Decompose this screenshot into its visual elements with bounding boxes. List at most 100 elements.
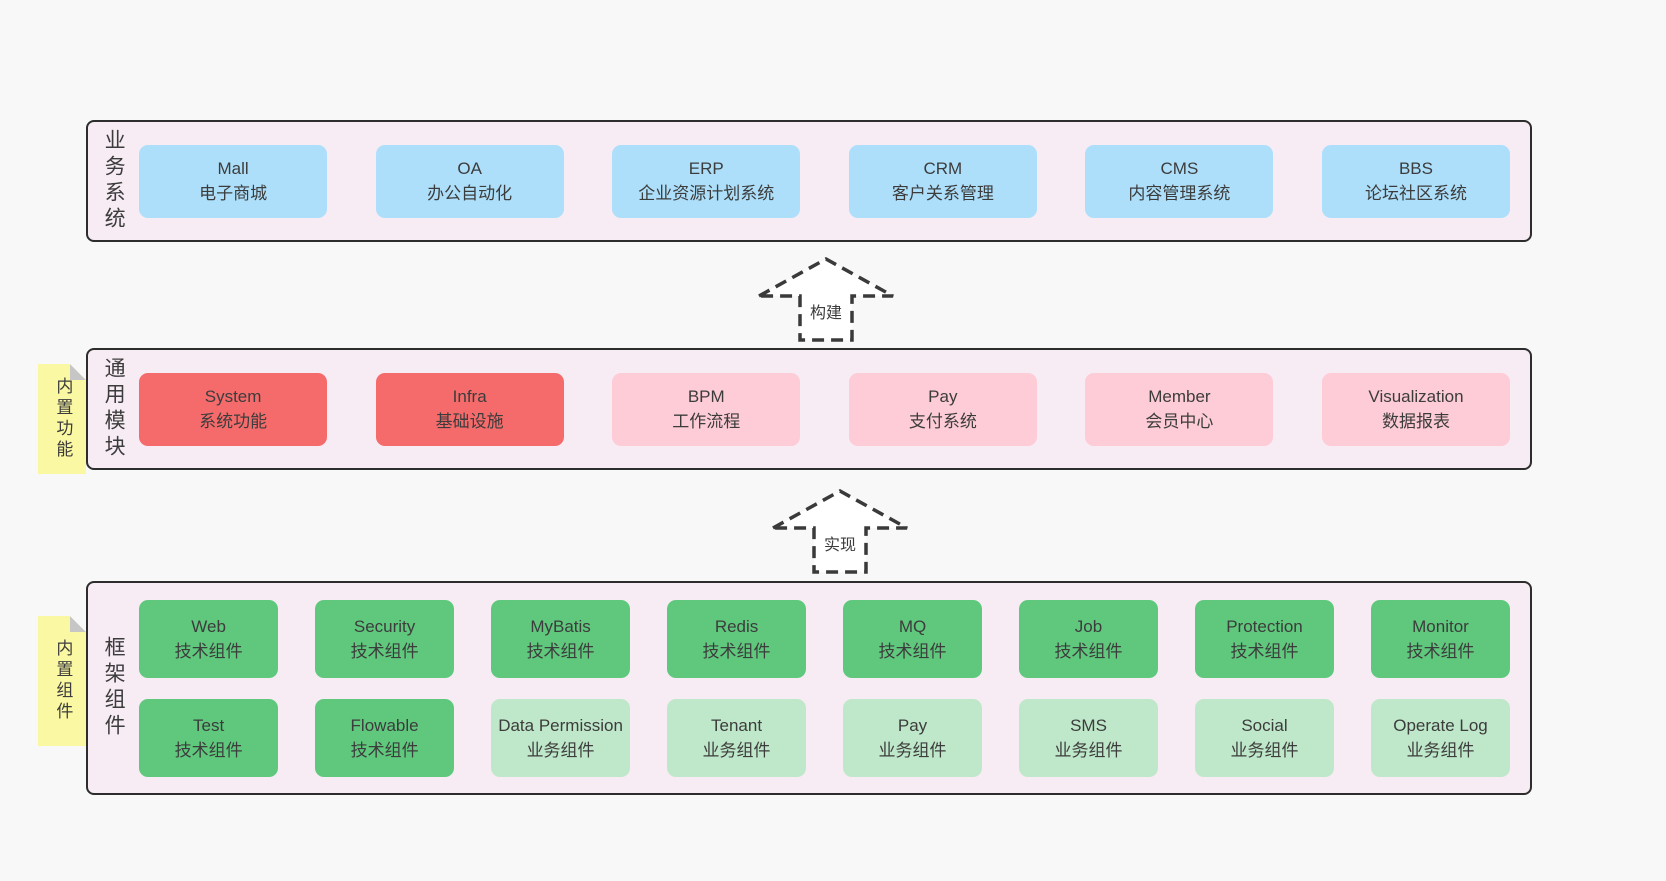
panel-framework-components: 框架组件 Web 技术组件 Security 技术组件 MyBatis 技术组件…	[86, 581, 1532, 795]
box-title-en: Infra	[452, 387, 487, 406]
box-title-zh: 技术组件	[350, 740, 419, 760]
box-visualization: Visualization 数据报表	[1321, 372, 1510, 446]
box-mybatis: MyBatis 技术组件	[491, 599, 631, 678]
box-cms: CMS 内容管理系统	[1085, 144, 1274, 218]
box-title-en: ERP	[688, 159, 724, 178]
vertical-label-common-modules: 通用模块	[102, 357, 126, 461]
box-title-zh: 技术组件	[1406, 641, 1475, 661]
box-protection: Protection 技术组件	[1195, 599, 1334, 678]
box-title-zh: 会员中心	[1145, 412, 1214, 431]
box-title-zh: 业务组件	[1406, 740, 1475, 760]
arrow-implement-label: 实现	[820, 531, 860, 555]
vertical-label-framework-components: 框架组件	[102, 636, 126, 740]
box-sms: SMS 业务组件	[1019, 698, 1159, 777]
box-title-zh: 技术组件	[702, 641, 771, 661]
box-title-en: Mall	[217, 159, 249, 178]
box-pay-component: Pay 业务组件	[843, 698, 983, 777]
box-member: Member 会员中心	[1085, 372, 1274, 446]
box-title-en: SMS	[1070, 715, 1107, 735]
box-title-en: BPM	[687, 387, 725, 406]
box-bpm: BPM 工作流程	[612, 372, 801, 446]
box-infra: Infra 基础设施	[375, 372, 564, 446]
box-title-zh: 技术组件	[878, 641, 947, 661]
box-title-zh: 业务组件	[878, 740, 947, 760]
box-title-en: Protection	[1226, 616, 1303, 636]
components-row-2: Test 技术组件 Flowable 技术组件 Data Permission …	[139, 698, 1510, 777]
vertical-label-business-systems: 业务系统	[102, 129, 126, 233]
panel-business-systems: 业务系统 Mall 电子商城 OA 办公自动化 ERP 企业资源计划系统 CRM…	[86, 120, 1532, 242]
box-title-en: CRM	[923, 159, 963, 178]
box-title-en: Test	[193, 715, 225, 735]
box-test: Test 技术组件	[139, 698, 279, 777]
box-title-zh: 企业资源计划系统	[638, 184, 775, 203]
box-title-en: System	[204, 387, 262, 406]
box-title-zh: 技术组件	[174, 740, 243, 760]
components-rows: Web 技术组件 Security 技术组件 MyBatis 技术组件 Redi…	[139, 599, 1510, 777]
box-title-en: MyBatis	[530, 616, 591, 636]
box-title-zh: 技术组件	[350, 641, 419, 661]
box-operate-log: Operate Log 业务组件	[1370, 698, 1510, 777]
box-title-en: Social	[1241, 715, 1288, 735]
box-title-en: Pay	[897, 715, 928, 735]
box-data-permission: Data Permission 业务组件	[491, 698, 631, 777]
panel-common-modules: 通用模块 System 系统功能 Infra 基础设施 BPM 工作流程 Pay…	[86, 348, 1532, 470]
sticky-tab-label: 内置功能	[53, 377, 73, 461]
box-title-en: Operate Log	[1393, 715, 1488, 735]
box-title-en: Security	[353, 616, 416, 636]
arrow-build-label: 构建	[806, 299, 846, 323]
box-title-en: Tenant	[711, 715, 763, 735]
box-title-en: Data Permission	[498, 715, 623, 735]
box-title-en: OA	[457, 159, 482, 178]
box-title-en: Member	[1148, 387, 1211, 406]
box-web: Web 技术组件	[139, 599, 279, 678]
box-title-zh: 客户关系管理	[891, 184, 994, 203]
box-title-zh: 技术组件	[1054, 641, 1123, 661]
box-title-en: Job	[1074, 616, 1103, 636]
box-title-zh: 基础设施	[435, 412, 504, 431]
box-title-zh: 论坛社区系统	[1364, 184, 1467, 203]
arrow-implement-icon: 实现	[770, 487, 910, 575]
modules-boxes-row: System 系统功能 Infra 基础设施 BPM 工作流程 Pay 支付系统…	[139, 372, 1510, 446]
box-title-zh: 数据报表	[1381, 412, 1450, 431]
box-system: System 系统功能	[139, 372, 328, 446]
sticky-fold-icon	[70, 364, 86, 380]
box-title-en: Visualization	[1368, 387, 1464, 406]
box-title-zh: 业务组件	[702, 740, 771, 760]
box-title-zh: 业务组件	[1054, 740, 1123, 760]
box-bbs: BBS 论坛社区系统	[1321, 144, 1510, 218]
box-oa: OA 办公自动化	[375, 144, 564, 218]
box-title-en: Pay	[928, 387, 958, 406]
sticky-fold-icon	[70, 616, 86, 632]
box-job: Job 技术组件	[1019, 599, 1159, 678]
box-title-zh: 系统功能	[199, 412, 268, 431]
box-title-en: CMS	[1160, 159, 1199, 178]
components-row-1: Web 技术组件 Security 技术组件 MyBatis 技术组件 Redi…	[139, 599, 1510, 678]
box-title-en: Web	[191, 616, 226, 636]
box-flowable: Flowable 技术组件	[315, 698, 455, 777]
arrow-build-icon: 构建	[756, 255, 896, 343]
box-social: Social 业务组件	[1195, 698, 1334, 777]
box-title-en: BBS	[1398, 159, 1433, 178]
box-title-zh: 技术组件	[526, 641, 595, 661]
box-title-zh: 支付系统	[908, 412, 977, 431]
sticky-tab-label: 内置组件	[53, 639, 73, 723]
box-tenant: Tenant 业务组件	[667, 698, 807, 777]
box-title-zh: 业务组件	[1230, 740, 1299, 760]
sticky-tab-builtin-features: 内置功能	[38, 364, 86, 474]
box-crm: CRM 客户关系管理	[848, 144, 1037, 218]
box-redis: Redis 技术组件	[667, 599, 807, 678]
box-title-zh: 内容管理系统	[1128, 184, 1231, 203]
box-title-en: Monitor	[1412, 616, 1469, 636]
box-security: Security 技术组件	[315, 599, 455, 678]
box-title-zh: 技术组件	[174, 641, 243, 661]
box-erp: ERP 企业资源计划系统	[612, 144, 801, 218]
box-title-en: Flowable	[350, 715, 419, 735]
box-title-zh: 工作流程	[672, 412, 741, 431]
box-title-en: Redis	[714, 616, 759, 636]
box-title-zh: 技术组件	[1230, 641, 1299, 661]
box-mall: Mall 电子商城	[139, 144, 328, 218]
box-monitor: Monitor 技术组件	[1370, 599, 1510, 678]
business-boxes-row: Mall 电子商城 OA 办公自动化 ERP 企业资源计划系统 CRM 客户关系…	[139, 144, 1510, 218]
box-title-zh: 电子商城	[199, 184, 268, 203]
